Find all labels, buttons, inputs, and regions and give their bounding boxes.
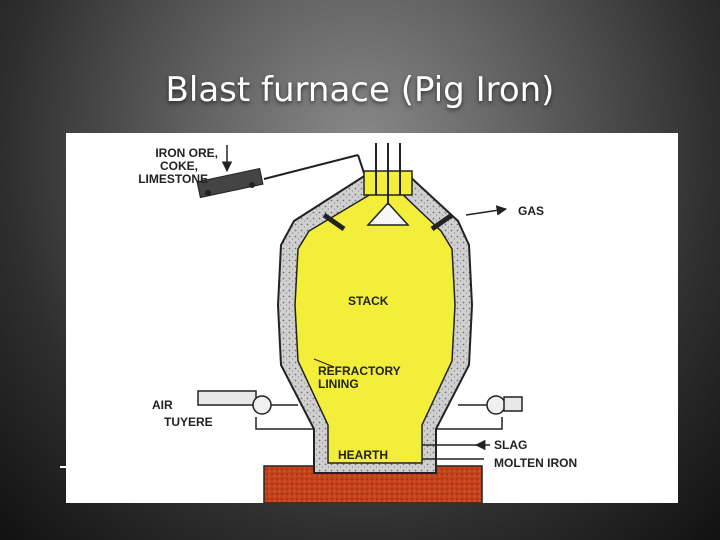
- label-charge-3: LIMESTONE: [138, 172, 208, 186]
- furnace-interior: [294, 190, 456, 464]
- label-refractory-2: LINING: [318, 377, 359, 391]
- label-stack: STACK: [348, 294, 389, 308]
- charging-bell: [366, 201, 410, 226]
- slide-marker: [60, 466, 68, 468]
- gas-arrow: [465, 205, 508, 216]
- air-pipe: [197, 390, 257, 406]
- label-slag: SLAG: [494, 438, 527, 452]
- label-tuyere: TUYERE: [164, 415, 213, 429]
- label-molten-iron: MOLTEN IRON: [494, 456, 577, 470]
- diagram-canvas: IRON ORE, COKE, LIMESTONE GAS STACK REFR…: [66, 133, 678, 504]
- blast-furnace-diagram: IRON ORE, COKE, LIMESTONE GAS STACK REFR…: [66, 133, 678, 504]
- skip-car: [196, 167, 264, 199]
- label-hearth: HEARTH: [338, 448, 388, 462]
- tuyere-right: [486, 395, 506, 415]
- label-charge-2: COKE,: [160, 159, 198, 173]
- tuyere-left: [252, 395, 272, 415]
- label-refractory-1: REFRACTORY: [318, 364, 401, 378]
- slide-title: Blast furnace (Pig Iron): [165, 70, 555, 110]
- label-air: AIR: [152, 398, 173, 412]
- label-gas: GAS: [518, 204, 544, 218]
- label-charge-1: IRON ORE,: [155, 146, 218, 160]
